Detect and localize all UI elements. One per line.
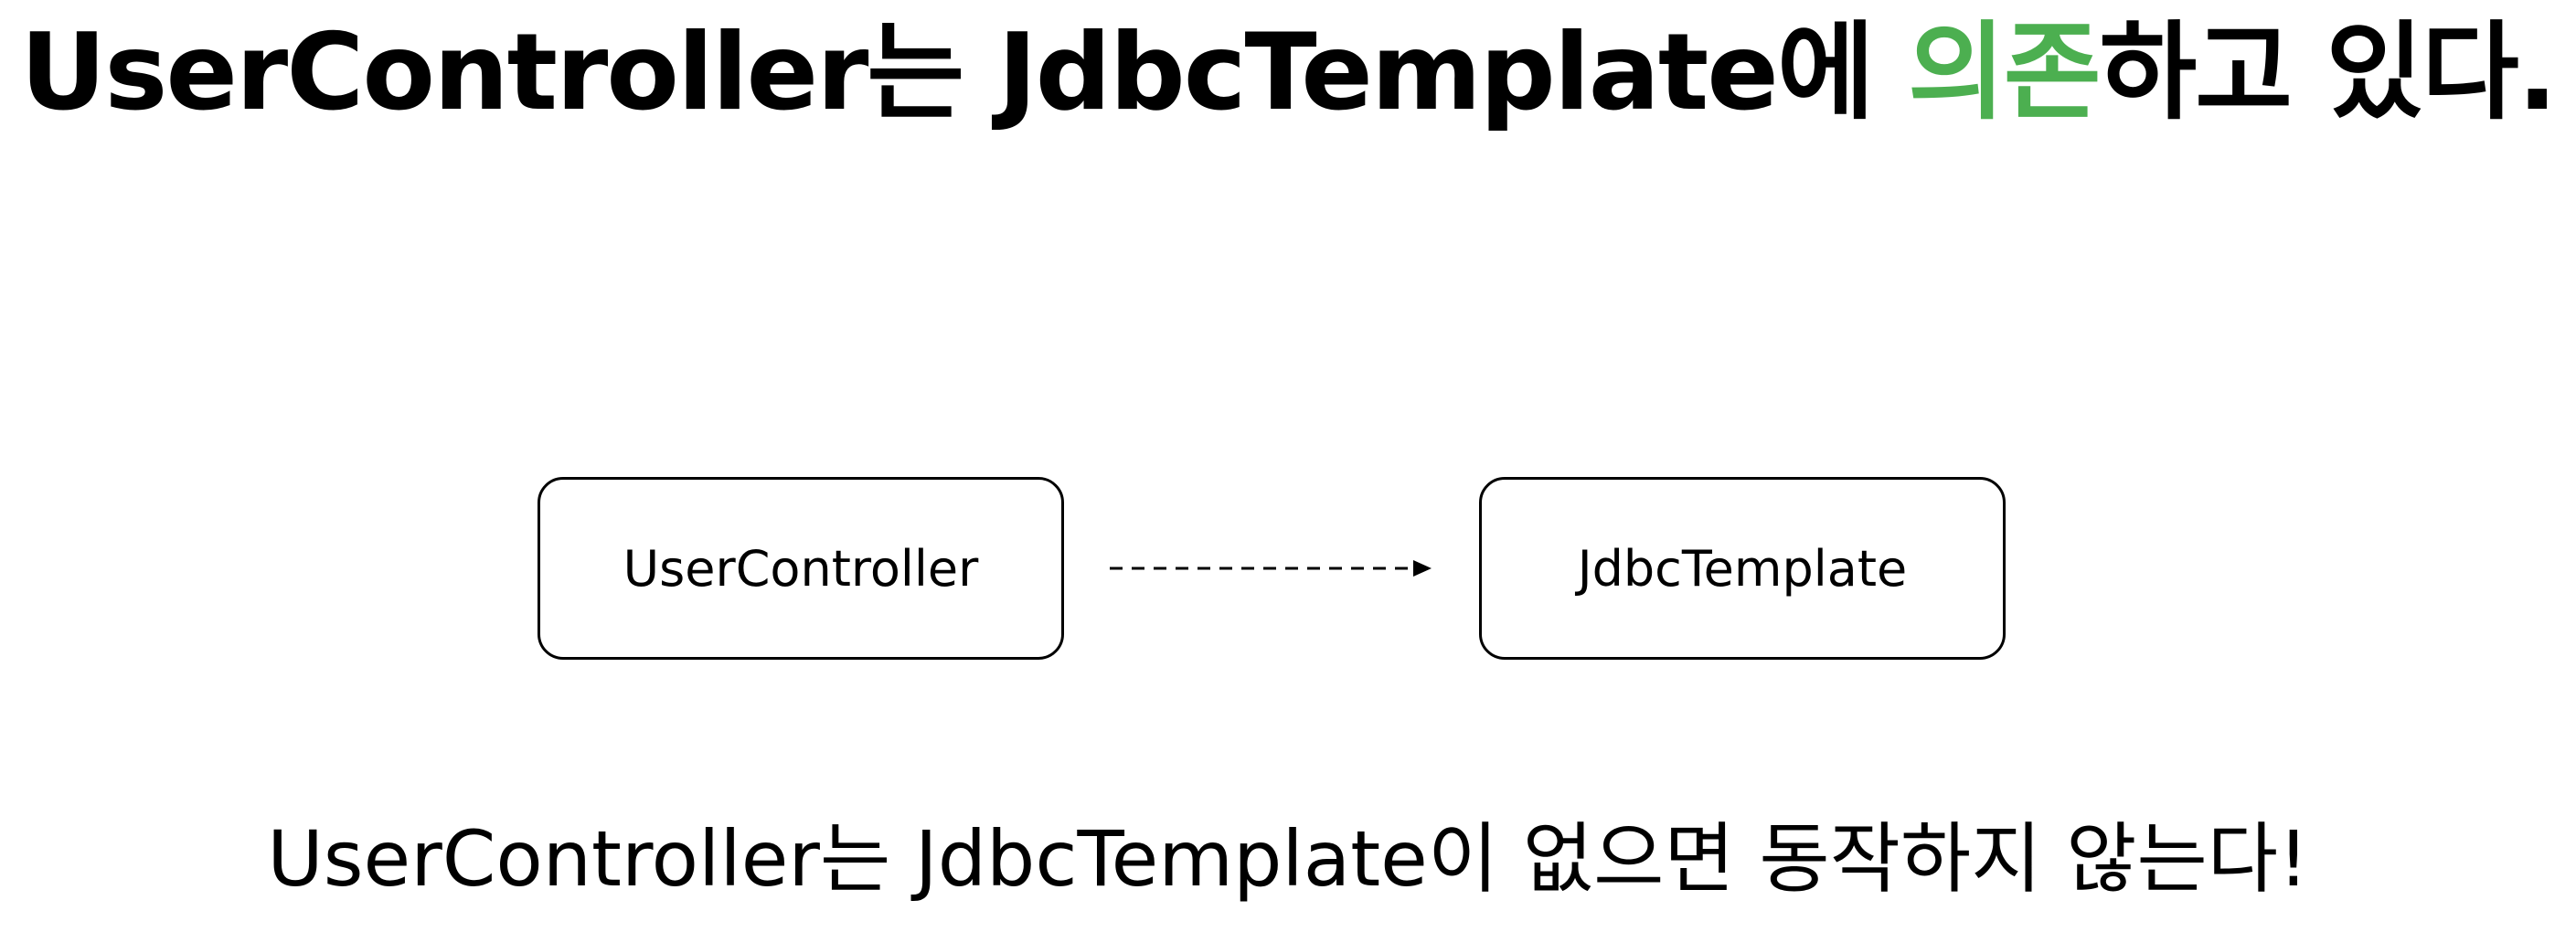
title-suffix: 하고 있다. bbox=[2099, 11, 2558, 134]
jdbc-template-box: JdbcTemplate bbox=[1479, 477, 2006, 660]
user-controller-box: UserController bbox=[538, 477, 1064, 660]
user-controller-label: UserController bbox=[623, 539, 979, 598]
title-prefix: UserController는 JdbcTemplate에 bbox=[20, 11, 1909, 134]
caption-text: UserController는 JdbcTemplate이 없으면 동작하지 않… bbox=[267, 814, 2309, 904]
page-title: UserController는 JdbcTemplate에 의존하고 있다. bbox=[0, 0, 2576, 146]
title-highlight: 의존 bbox=[1908, 11, 2101, 134]
dependency-arrow-head bbox=[1413, 560, 1432, 577]
dependency-arrow bbox=[1110, 560, 1432, 577]
jdbc-template-label: JdbcTemplate bbox=[1577, 539, 1908, 598]
